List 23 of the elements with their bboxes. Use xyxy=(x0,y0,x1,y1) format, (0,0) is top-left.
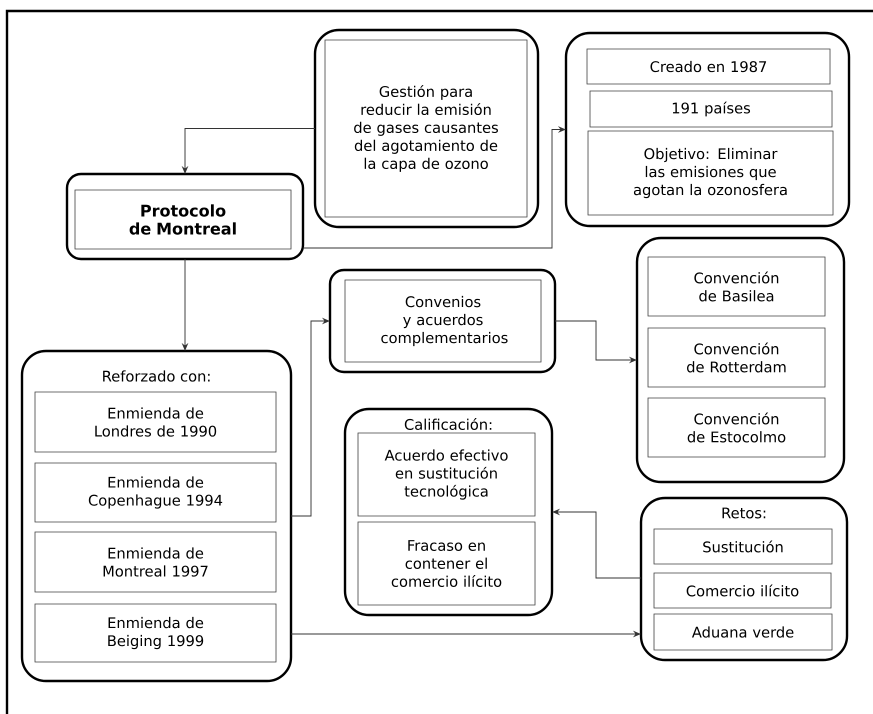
text-box: Creado en 1987 xyxy=(586,48,830,84)
text-box: Enmienda de Londres de 1990 xyxy=(34,392,276,452)
text-box: Fracaso en contener el comercio ilícito xyxy=(358,522,536,606)
text-box: Objetivo: Eliminar las emisiones que agotan la ozonosfera xyxy=(588,130,834,216)
text-box: Enmienda de Beiging 1999 xyxy=(34,604,276,662)
text-box: Enmienda de Montreal 1997 xyxy=(34,532,276,592)
text-box: Comercio ilícito xyxy=(654,572,832,608)
text-box: Gestión para reducir la emisión de gases causantes del agotamiento de la capa de ozono xyxy=(324,40,528,218)
text-box: Convención de Basilea xyxy=(648,256,826,316)
group-box xyxy=(328,268,556,374)
group-box xyxy=(314,28,540,228)
text-box: Enmienda de Copenhague 1994 xyxy=(34,462,276,522)
text-box: Convención de Rotterdam xyxy=(648,328,826,388)
text-box: Sustitución xyxy=(654,528,832,564)
title-box: Protocolo de Montreal xyxy=(74,190,292,250)
text-box: Convención de Estocolmo xyxy=(648,398,826,458)
group-box xyxy=(636,236,846,484)
text-box: Acuerdo efectivo en sustitución tecnológica xyxy=(358,432,536,516)
group-box xyxy=(66,172,304,260)
text-box: Aduana verde xyxy=(654,614,832,650)
text-box: Convenios y acuerdos complementarios xyxy=(344,280,542,362)
group-box xyxy=(564,32,850,228)
text-box: 191 países xyxy=(590,90,832,128)
